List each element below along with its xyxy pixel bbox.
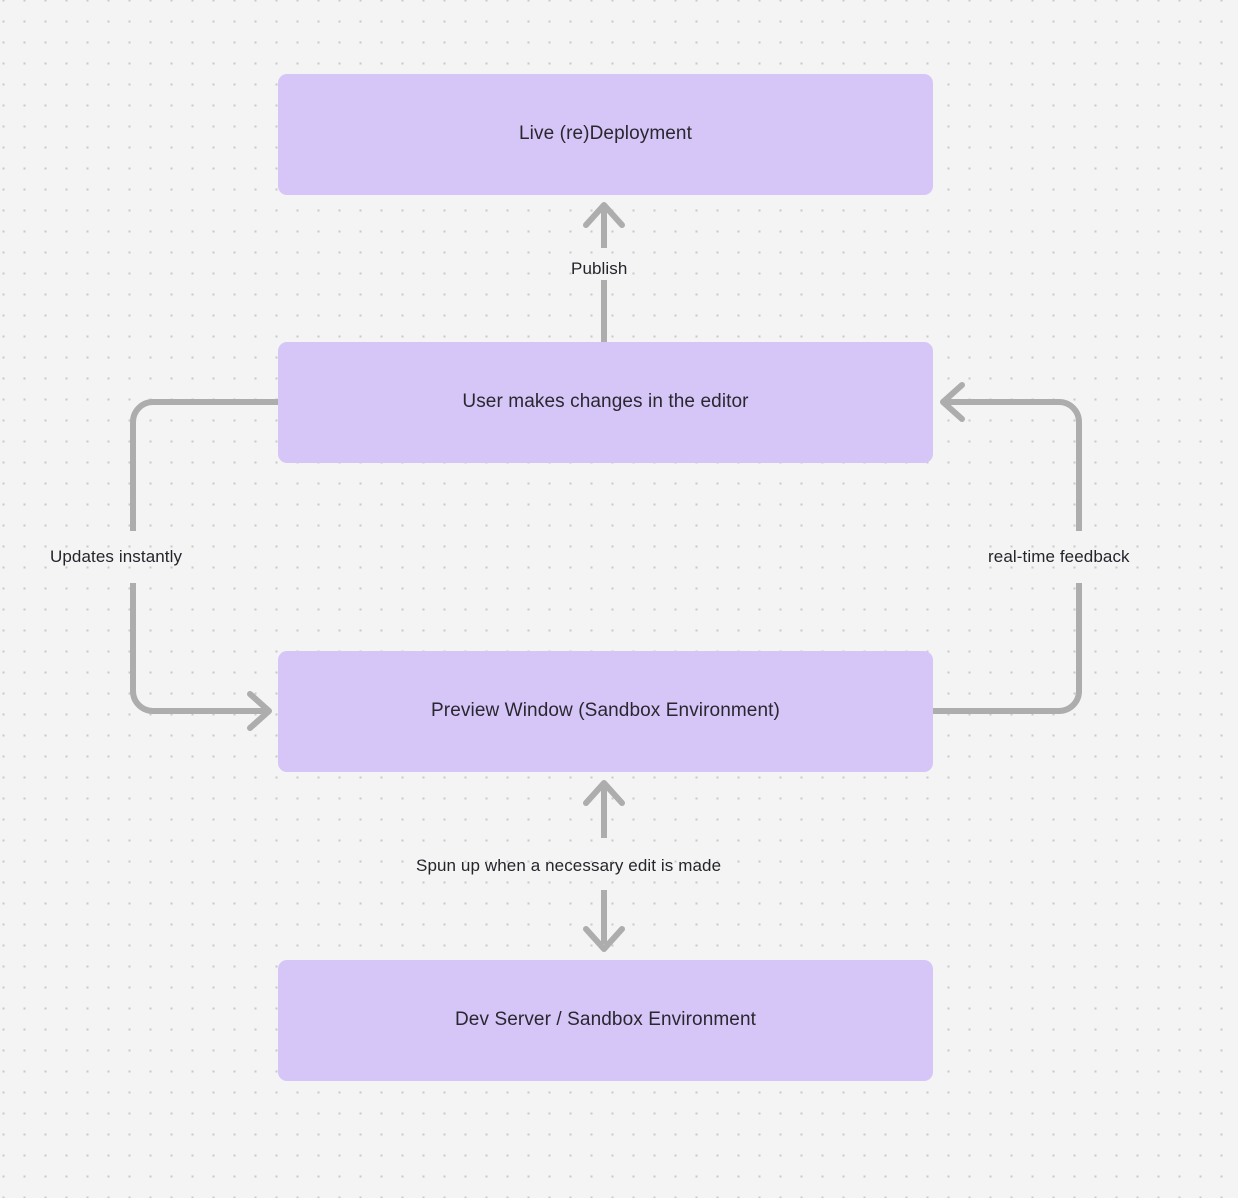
edge-label-updates-instantly: Updates instantly <box>50 547 183 566</box>
node-preview-window-label: Preview Window (Sandbox Environment) <box>431 700 780 722</box>
node-preview-window[interactable]: Preview Window (Sandbox Environment) <box>278 651 933 772</box>
node-user-makes-changes[interactable]: User makes changes in the editor <box>278 342 933 463</box>
node-dev-server-label: Dev Server / Sandbox Environment <box>454 1009 756 1031</box>
node-live-redeployment-label: Live (re)Deployment <box>519 123 692 145</box>
edge-label-spun-up: Spun up when a necessary edit is made <box>416 856 722 875</box>
edge-label-real-time-feedback: real-time feedback <box>988 547 1130 566</box>
node-dev-server[interactable]: Dev Server / Sandbox Environment <box>278 960 933 1081</box>
node-live-redeployment[interactable]: Live (re)Deployment <box>278 74 933 195</box>
node-user-makes-changes-label: User makes changes in the editor <box>462 391 749 413</box>
edge-label-publish: Publish <box>571 259 628 278</box>
